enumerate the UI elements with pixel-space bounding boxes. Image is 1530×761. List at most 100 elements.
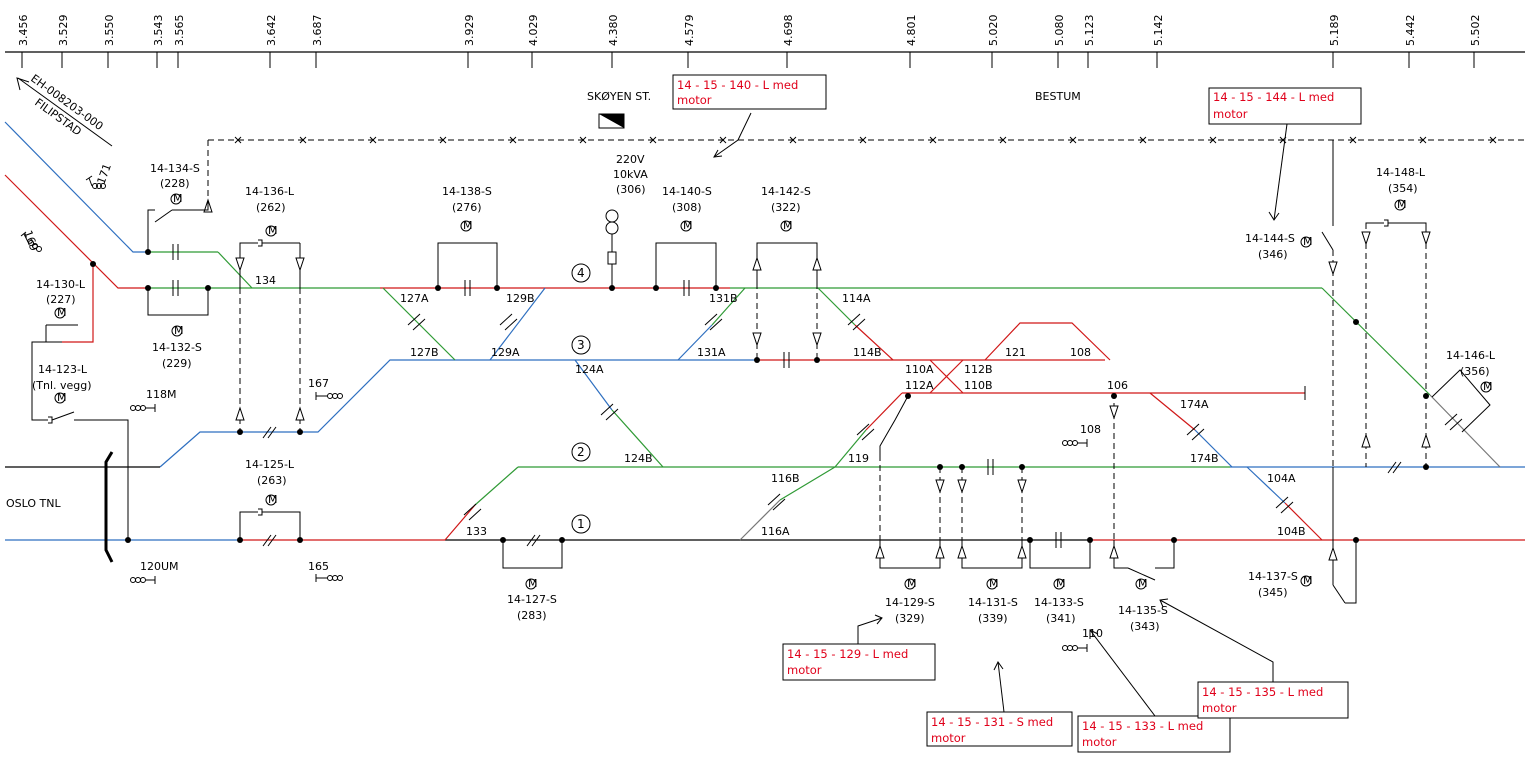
annotation-14-15-133: 14 - 15 - 133 - L med motor xyxy=(1077,629,1231,753)
section-label: 114A xyxy=(842,292,871,305)
disconnector-name: 14-130-L xyxy=(36,278,86,291)
disconnector-name: 14-138-S xyxy=(442,185,492,198)
section-label: 112B xyxy=(964,363,993,376)
svg-text:14 - 15 - 140 - L med: 14 - 15 - 140 - L med xyxy=(677,78,798,92)
section-label: 116B xyxy=(771,472,800,485)
disconnector-name: 14-140-S xyxy=(662,185,712,198)
disconnector-14-137-s[interactable]: M 14-137-S (345) xyxy=(1248,467,1357,604)
disconnector-number: (283) xyxy=(517,609,547,622)
disconnector-14-138-s[interactable]: M 14-138-S (276) xyxy=(437,185,498,288)
annotation-14-15-129: 14 - 15 - 129 - L med motor xyxy=(782,614,936,681)
section-label: 124B xyxy=(624,452,653,465)
section-label: 131B xyxy=(709,292,738,305)
track-number-1: 1 xyxy=(577,517,585,531)
km-label: 5.502 xyxy=(1469,15,1482,47)
svg-text:M: M xyxy=(907,577,917,590)
disconnector-name: 14-144-S xyxy=(1245,232,1295,245)
km-label: 4.698 xyxy=(782,15,795,47)
section-label: 133 xyxy=(466,525,487,538)
track-4 xyxy=(148,251,1322,289)
section-label: 121 xyxy=(1005,346,1026,359)
feeder-line xyxy=(203,136,1525,213)
disconnector-14-134-s[interactable]: M 14-134-S (228) xyxy=(147,162,209,252)
disconnector-name: 14-127-S xyxy=(507,593,557,606)
km-label: 3.565 xyxy=(173,15,186,47)
station-label-oslo-tnl: OSLO TNL xyxy=(6,497,61,510)
section-label: 174A xyxy=(1180,398,1209,411)
svg-text:M: M xyxy=(989,577,999,590)
km-label: 3.529 xyxy=(57,15,70,47)
track-number-3: 3 xyxy=(577,338,585,352)
section-label: 131A xyxy=(697,346,726,359)
disconnector-number: (356) xyxy=(1460,365,1490,378)
disconnector-14-127-s[interactable]: M 14-127-S (283) xyxy=(502,540,563,622)
disconnector-14-132-s[interactable]: M 14-132-S (229) xyxy=(147,288,209,370)
signals: 118M 167 165 120UM 108 110 171 169 xyxy=(20,162,1103,652)
svg-text:M: M xyxy=(1483,380,1493,393)
svg-text:14 - 15 - 129 - L med: 14 - 15 - 129 - L med xyxy=(787,647,908,661)
disconnector-number: (276) xyxy=(452,201,482,214)
svg-text:M: M xyxy=(783,219,793,232)
track-number-2: 2 xyxy=(577,445,585,459)
svg-text:M: M xyxy=(57,391,67,404)
svg-text:14 - 15 - 135 - L med: 14 - 15 - 135 - L med xyxy=(1202,685,1323,699)
signal-label: 171 xyxy=(95,162,114,186)
svg-text:motor: motor xyxy=(677,93,712,107)
disconnector-number: (229) xyxy=(162,357,192,370)
disconnector-14-146-l[interactable]: M 14-146-L (356) xyxy=(1431,349,1496,433)
disconnector-14-135-s[interactable]: M 14-135-S (343) xyxy=(1109,393,1175,633)
svg-text:motor: motor xyxy=(787,663,822,677)
disconnector-name: 14-136-L xyxy=(245,185,295,198)
km-label: 5.142 xyxy=(1152,15,1165,47)
station-label-skoyen: SKØYEN ST. xyxy=(587,90,651,103)
section-label: 129B xyxy=(506,292,535,305)
disconnector-14-129-s[interactable]: M 14-129-S (329) xyxy=(875,395,945,625)
section-label: 110A xyxy=(905,363,934,376)
tunnel-mouth xyxy=(104,451,114,563)
svg-text:M: M xyxy=(173,192,183,205)
km-label: 5.020 xyxy=(987,15,1000,47)
signal-label: 120UM xyxy=(140,560,179,573)
svg-text:M: M xyxy=(57,306,67,319)
km-label: 3.456 xyxy=(17,15,30,47)
section-label: 127A xyxy=(400,292,429,305)
track-red-lead xyxy=(4,174,148,289)
section-label: 112A xyxy=(905,379,934,392)
junction-dots xyxy=(90,249,1429,543)
svg-text:14 - 15 - 144 - L med: 14 - 15 - 144 - L med xyxy=(1213,90,1334,104)
track-number-4: 4 xyxy=(577,266,585,280)
disconnector-14-136-l[interactable]: M 14-136-L (262) xyxy=(235,185,305,432)
disconnector-number: (262) xyxy=(256,201,286,214)
disconnector-14-125-l[interactable]: M 14-125-L (263) xyxy=(239,458,301,540)
transformer-power: 10kVA xyxy=(613,168,648,181)
section-insulators xyxy=(262,313,1463,547)
disconnector-name: 14-137-S xyxy=(1248,570,1298,583)
disconnector-number: (Tnl. vegg) xyxy=(32,379,92,392)
svg-text:M: M xyxy=(1138,577,1148,590)
disconnector-14-140-s[interactable]: M 14-140-S (308) xyxy=(655,185,717,288)
svg-text:motor: motor xyxy=(931,731,966,745)
disconnector-14-133-s[interactable]: M 14-133-S (341) xyxy=(1029,540,1091,625)
svg-text:14 - 15 - 131 - S med: 14 - 15 - 131 - S med xyxy=(931,715,1053,729)
disconnector-number: (354) xyxy=(1388,182,1418,195)
annotation-14-15-140: 14 - 15 - 140 - L med motor xyxy=(672,74,827,158)
disconnector-name: 14-135-S xyxy=(1118,604,1168,617)
svg-text:M: M xyxy=(268,224,278,237)
disconnector-14-148-l[interactable]: M 14-148-L (354) xyxy=(1361,166,1431,467)
svg-text:M: M xyxy=(1056,577,1066,590)
disconnector-name: 14-132-S xyxy=(152,341,202,354)
svg-text:motor: motor xyxy=(1082,735,1117,749)
transformer-id: (306) xyxy=(616,183,646,196)
disconnector-number: (343) xyxy=(1130,620,1160,633)
disconnector-14-130-l[interactable]: M 14-130-L (227) xyxy=(36,278,86,343)
annotation-14-15-131: 14 - 15 - 131 - S med motor xyxy=(926,661,1073,747)
disconnector-14-142-s[interactable]: M 14-142-S (322) xyxy=(752,185,822,360)
km-label: 5.189 xyxy=(1328,15,1341,47)
disconnector-14-131-s[interactable]: M 14-131-S (339) xyxy=(957,467,1027,625)
km-label: 5.080 xyxy=(1053,15,1066,47)
disconnector-name: 14-148-L xyxy=(1376,166,1426,179)
svg-text:M: M xyxy=(1303,574,1313,587)
disconnector-number: (345) xyxy=(1258,586,1288,599)
disconnector-14-123-l[interactable]: M 14-123-L (Tnl. vegg) xyxy=(31,341,129,540)
